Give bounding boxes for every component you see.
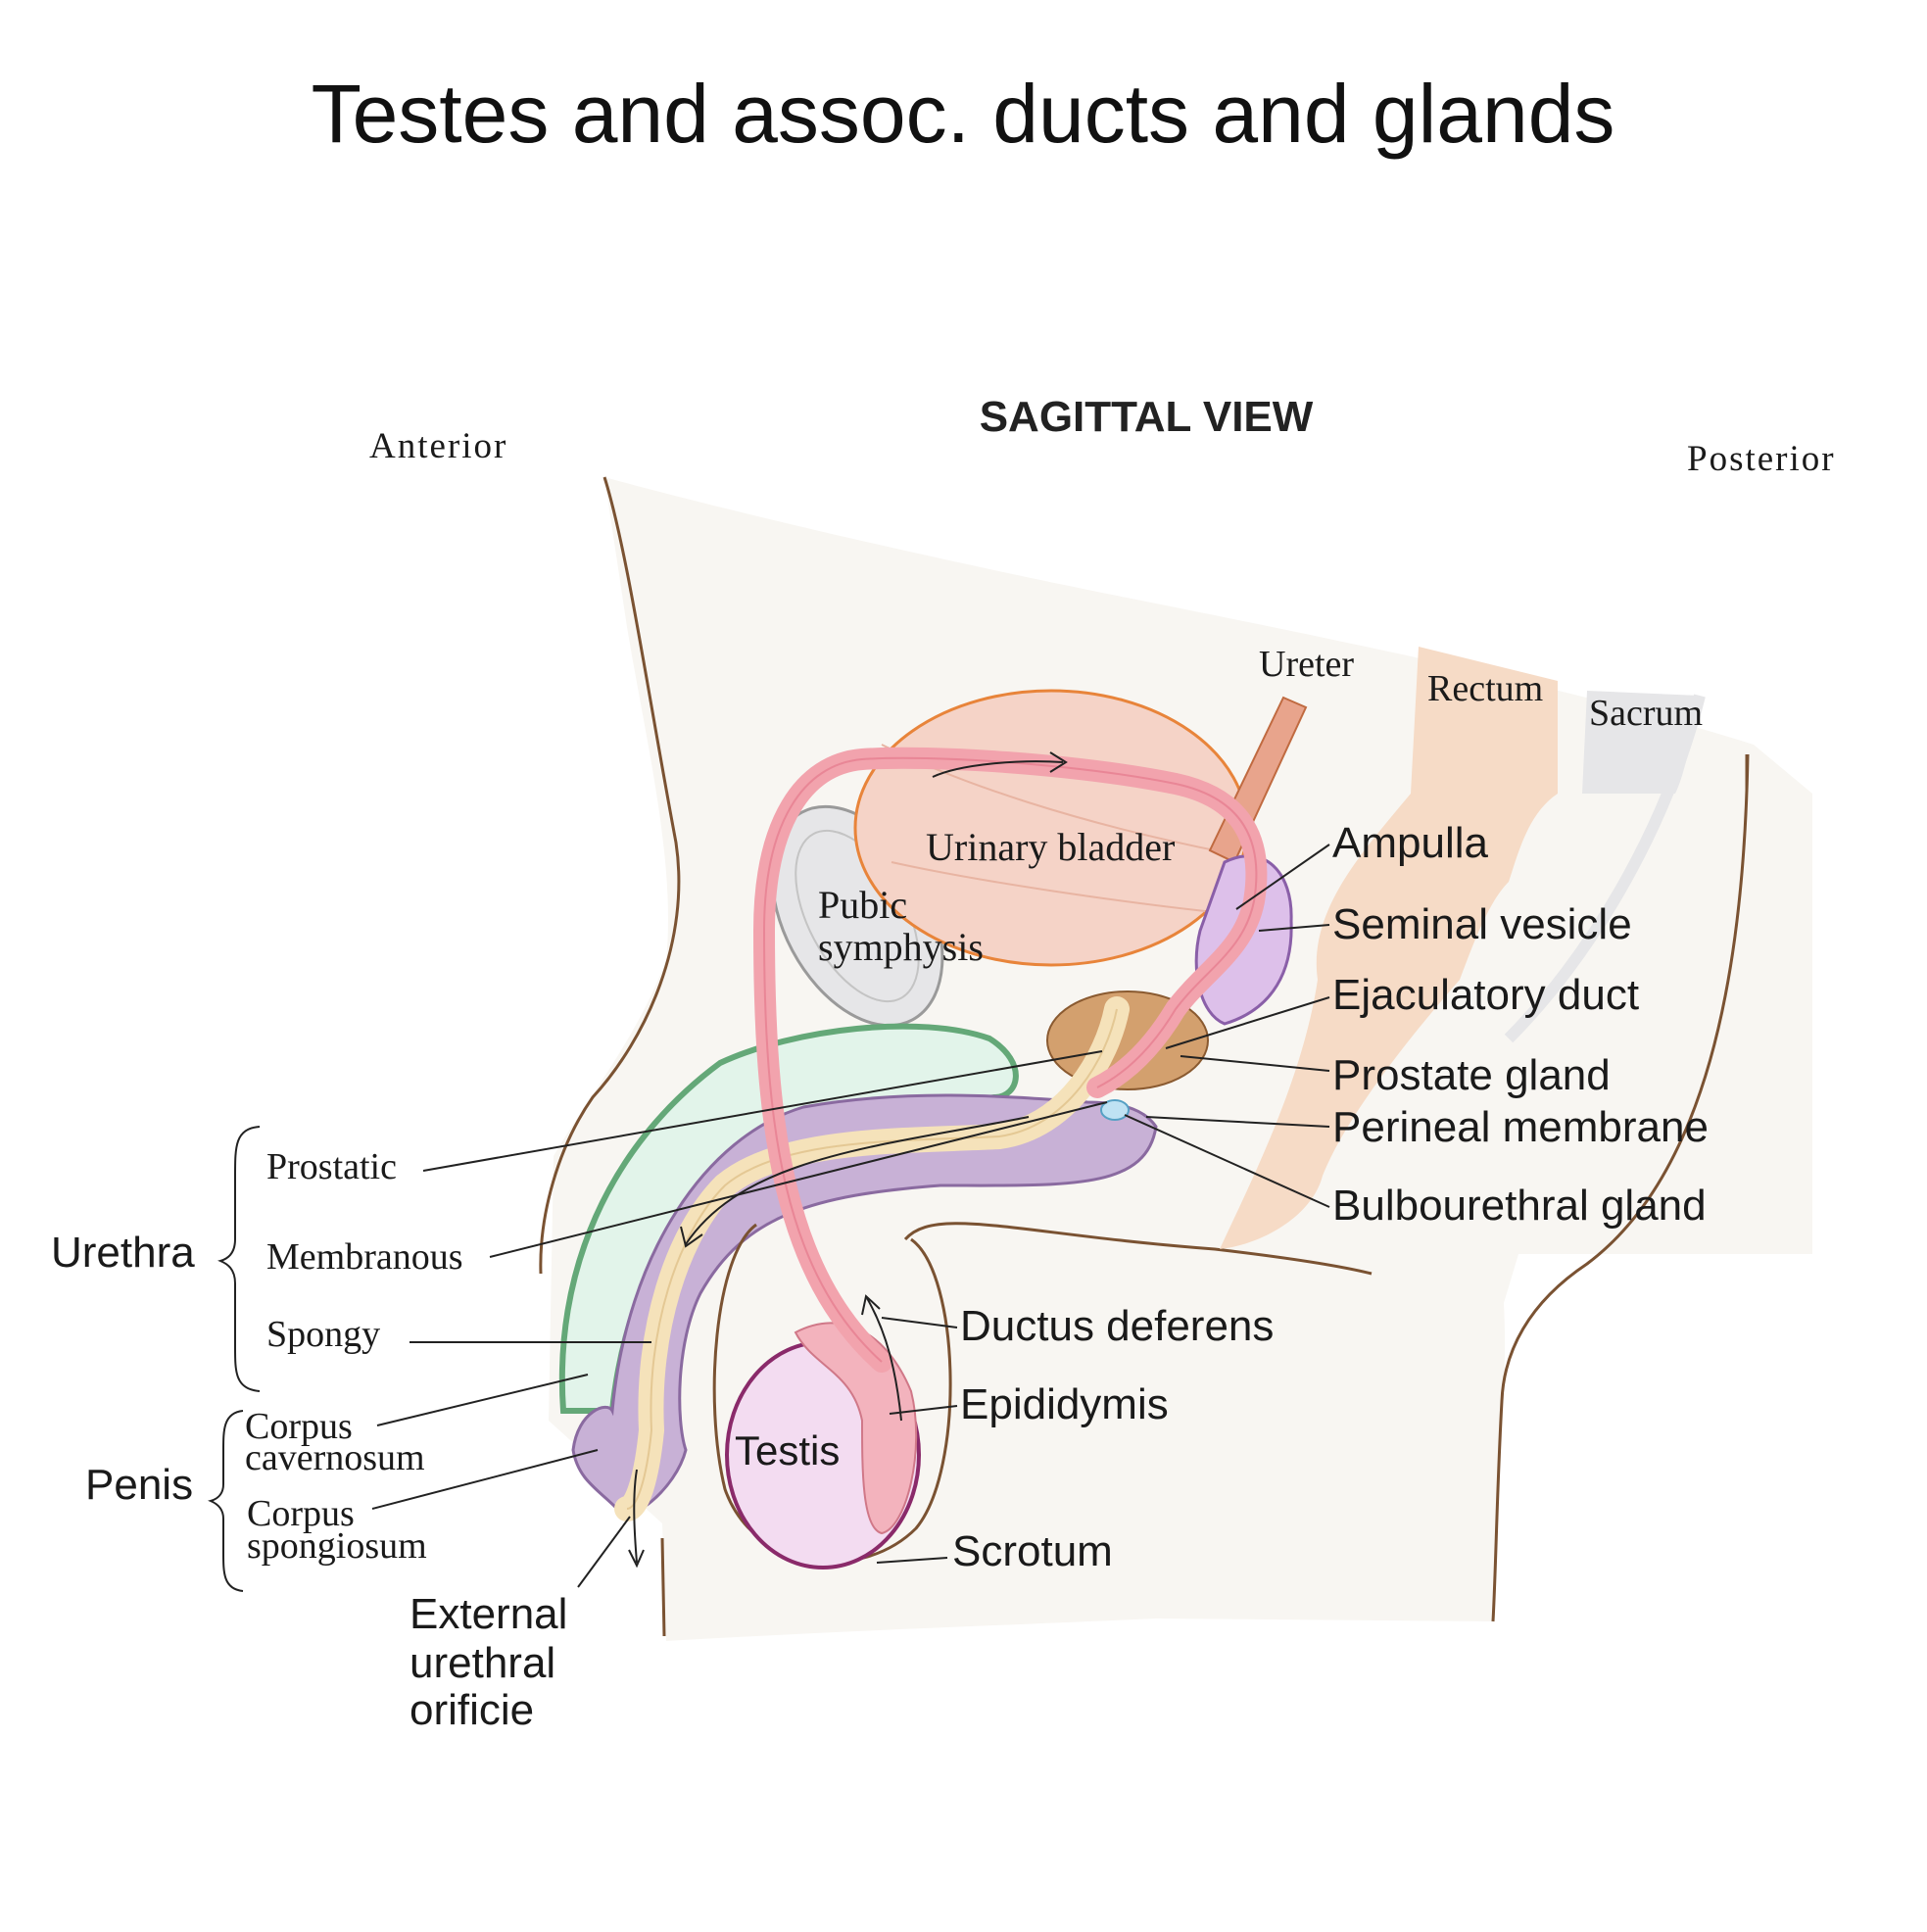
pubic-label-2: symphysis <box>818 925 984 969</box>
sacrum-curve <box>1504 694 1706 1043</box>
flow-arrow-exit <box>633 1469 638 1564</box>
spongy-label: Spongy <box>266 1314 380 1355</box>
bladder-fold-2 <box>891 861 1206 912</box>
bulbourethral-label: Bulbourethral gland <box>1332 1182 1707 1230</box>
external-label-1: External <box>409 1590 567 1638</box>
membranous-leader <box>489 1101 1108 1258</box>
ejaculatory-duct-label: Ejaculatory duct <box>1332 971 1639 1019</box>
prostate-leader <box>1180 1055 1330 1072</box>
page-title: Testes and assoc. ducts and glands <box>312 68 1615 160</box>
epididymis <box>794 1322 918 1535</box>
flow-arrow-bladder <box>932 760 1064 778</box>
flow-arrow-bladder-head <box>1049 751 1068 773</box>
ductus-deferens-edge <box>762 756 1258 1363</box>
perineal-leader <box>1145 1116 1330 1128</box>
anterior-label: Anterior <box>369 426 507 466</box>
urethra-outline <box>626 1008 1118 1510</box>
sacrum-shape <box>1582 691 1700 794</box>
penis-brace <box>208 1410 244 1592</box>
flow-arrow-urethra-head <box>680 1226 703 1248</box>
ductus-leader <box>881 1317 958 1328</box>
ampulla-leader <box>1235 844 1330 910</box>
epididymis-leader <box>889 1405 958 1415</box>
external-label-3: orificie <box>409 1686 534 1734</box>
testis-label: Testis <box>735 1427 840 1473</box>
view-heading: SAGITTAL VIEW <box>980 393 1314 441</box>
ureter-label: Ureter <box>1259 644 1354 685</box>
spongiosum-leader <box>371 1449 599 1510</box>
posterior-label: Posterior <box>1687 439 1836 479</box>
anterior-body-outline <box>539 476 681 1275</box>
ejaculatory-duct-leader <box>1165 996 1330 1049</box>
flow-arrow-ductus-head <box>861 1294 881 1316</box>
bulbourethral-leader <box>1124 1114 1330 1208</box>
perineum-outline <box>903 1222 1373 1276</box>
sacrum-label: Sacrum <box>1589 693 1703 734</box>
membranous-label: Membranous <box>266 1236 463 1278</box>
urethra-group-label: Urethra <box>51 1229 195 1277</box>
flow-arrow-ductus <box>866 1297 902 1422</box>
ductus-deferens-label: Ductus deferens <box>960 1302 1274 1350</box>
epididymis-label: Epididymis <box>960 1380 1169 1428</box>
penis-base-outline <box>660 1537 666 1637</box>
prostatic-label: Prostatic <box>266 1146 397 1187</box>
seminal-vesicle-leader <box>1258 924 1330 932</box>
prostate-label: Prostate gland <box>1332 1051 1611 1099</box>
pubic-label-1: Pubic <box>818 883 907 927</box>
rectum-shape <box>1220 647 1558 1249</box>
rectum-label: Rectum <box>1427 668 1543 709</box>
perineal-membrane-label: Perineal membrane <box>1332 1103 1709 1151</box>
bladder-label: Urinary bladder <box>926 825 1175 869</box>
flow-arrow-urethra <box>685 1116 1030 1245</box>
cavernosum-label-2: cavernosum <box>245 1437 425 1478</box>
posterior-body-outline <box>1491 753 1750 1622</box>
urethra-brace <box>217 1126 261 1392</box>
ampulla-label: Ampulla <box>1332 819 1488 867</box>
cavernosum-label-1: Corpus <box>245 1406 353 1447</box>
cavernosum-leader <box>376 1374 589 1426</box>
scrotum-leader <box>876 1557 948 1564</box>
seminal-vesicle-label: Seminal vesicle <box>1332 900 1632 948</box>
external-leader <box>577 1516 631 1588</box>
flow-arrow-exit-head <box>628 1549 645 1569</box>
penis-group-label: Penis <box>85 1461 193 1509</box>
bulbourethral-gland <box>1100 1099 1130 1121</box>
spongiosum-label-1: Corpus <box>247 1493 355 1534</box>
spongiosum-label-2: spongiosum <box>247 1525 427 1567</box>
scrotum-label: Scrotum <box>952 1527 1113 1575</box>
prostatic-leader <box>422 1050 1103 1172</box>
external-label-2: urethral <box>409 1639 555 1687</box>
